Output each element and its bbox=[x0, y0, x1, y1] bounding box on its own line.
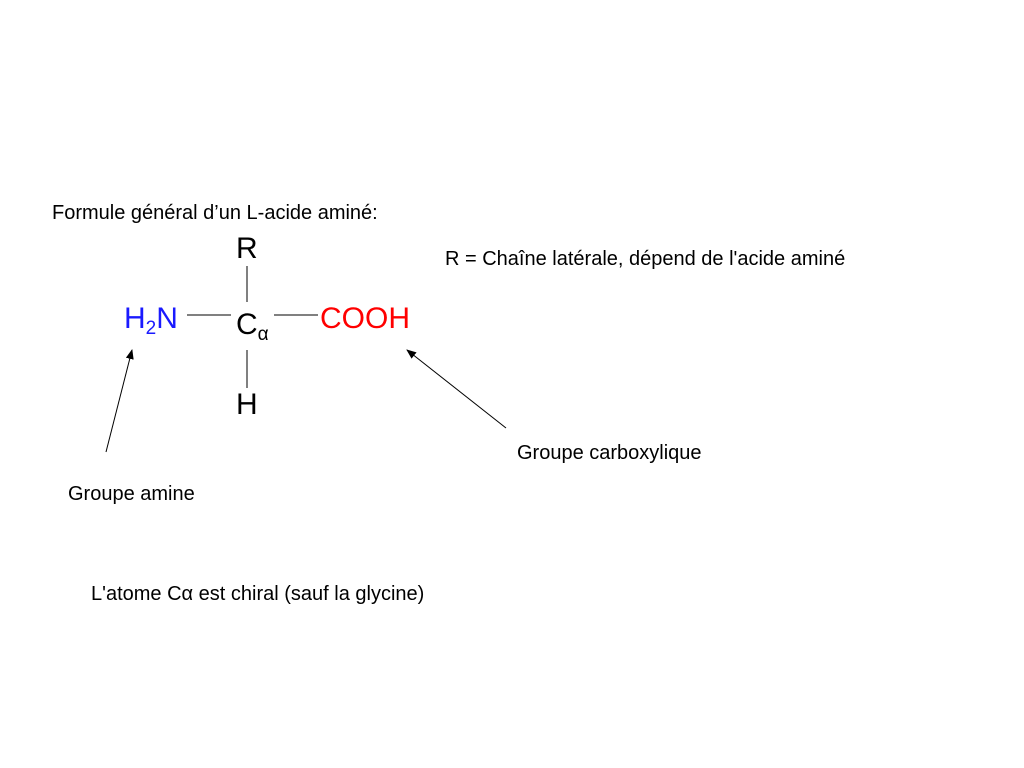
page-title: Formule général d’un L-acide aminé: bbox=[52, 202, 378, 224]
chirality-prefix: L'atome C bbox=[91, 583, 182, 605]
amine-subscript: 2 bbox=[145, 318, 157, 339]
r-group-note: R = Chaîne latérale, dépend de l'acide a… bbox=[445, 248, 846, 270]
carboxyl-group-label: Groupe carboxylique bbox=[517, 442, 702, 464]
hydrogen-atom: H bbox=[236, 388, 258, 421]
r-group-atom: R bbox=[236, 232, 258, 265]
amine-group-formula: H2N bbox=[124, 302, 178, 339]
amine-group-label: Groupe amine bbox=[68, 483, 195, 505]
carboxyl-group-formula: COOH bbox=[320, 302, 410, 335]
alpha-carbon: Cα bbox=[236, 308, 269, 345]
chirality-alpha-symbol: α bbox=[181, 583, 194, 605]
chirality-note: L'atome Cα est chiral (sauf la glycine) bbox=[91, 584, 424, 604]
arrow-carboxyl bbox=[406, 349, 507, 429]
amine-n: N bbox=[156, 302, 178, 335]
alpha-carbon-c: C bbox=[236, 308, 258, 341]
amine-h: H bbox=[124, 302, 146, 335]
arrow-amine bbox=[105, 349, 134, 453]
alpha-carbon-symbol: α bbox=[257, 324, 269, 345]
chirality-suffix: est chiral (sauf la glycine) bbox=[193, 583, 425, 605]
